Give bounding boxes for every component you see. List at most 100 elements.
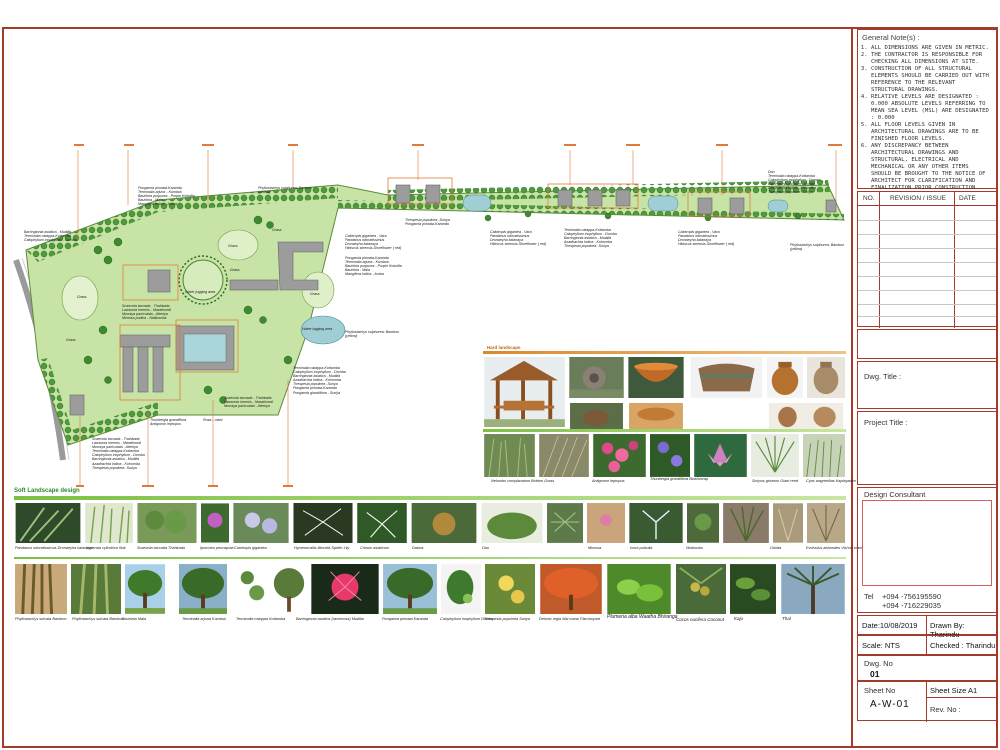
ground-caption: Antigonon leptopus xyxy=(592,479,625,483)
drawing-title-panel: Dwg. Title : xyxy=(857,361,997,409)
tree-photo xyxy=(124,563,166,615)
lawn-label: Grass xyxy=(310,292,320,296)
sheet-size-value: Sheet Size A1 xyxy=(930,686,978,695)
reed-photo xyxy=(538,433,590,478)
plant-note: Rosa - mind xyxy=(203,418,223,422)
soft-caption-2: Bauhinia Mala xyxy=(122,617,147,621)
tree-photo xyxy=(270,563,308,615)
lawn-label: Grass xyxy=(230,268,240,272)
sedge-photo xyxy=(802,433,846,478)
soft-caption-2: Cocos nucifera Coconut xyxy=(676,617,725,622)
plant-note: Calotropis gigantea - Vara Pandanus odor… xyxy=(345,234,402,251)
ground-caption: Scirpus griseum Giant reed xyxy=(752,479,799,483)
lotus-photo xyxy=(693,433,748,478)
soft-caption: Ipomoea pescaprae xyxy=(200,546,234,550)
consultant-logo-box xyxy=(862,500,992,586)
planting-zone-outlines xyxy=(119,177,751,401)
water-jogging-label: Water jogging area xyxy=(185,290,216,294)
note-item: ANY DISCREPANCY BETWEEN ARCHITECTURAL DR… xyxy=(871,143,992,192)
plant-photo xyxy=(806,502,846,544)
soft-caption: Dan xyxy=(482,546,489,550)
drawing-number-label: Dwg. No xyxy=(864,659,893,668)
flower-purple-photo xyxy=(649,433,691,478)
plant-photo xyxy=(200,502,230,544)
plant-note: Calotropis gigantea - Vara Pandanus odor… xyxy=(678,230,735,247)
soft-caption-2: Kaju xyxy=(734,616,744,621)
soft-caption-2: Thal xyxy=(782,616,791,621)
gazebo-photo xyxy=(483,356,566,428)
soft-caption-2: Phyllostachys sulcata Bamboo xyxy=(72,617,124,621)
note-item: CONSTRUCTION OF ALL STRUCTURAL ELEMENTS … xyxy=(871,66,992,94)
soft-caption: Calotropis gigantea xyxy=(234,546,267,550)
tel-number-1: +094 -756195590 xyxy=(882,592,942,601)
ground-caption: Nelumbo complanatum Bottom Grass xyxy=(491,479,555,483)
grass-photo xyxy=(483,433,536,478)
scale-value: Scale: NTS xyxy=(862,641,900,650)
note-item: RELATIVE LEVELS ARE DESIGNATED : 0.000 A… xyxy=(871,94,992,122)
tree-clusters xyxy=(83,210,802,404)
plant-note: Thunbergia grandiflora Antigonon leptopu… xyxy=(150,418,187,427)
plant-photo xyxy=(232,502,290,544)
soft-caption: Orkida xyxy=(770,546,782,550)
plant-note: Thespesia populnea -Suriya Pongamia pinn… xyxy=(405,218,450,227)
tree-photo xyxy=(382,563,438,615)
soft-caption: Pandanus odoratissimus Dronaeyha kalanay… xyxy=(15,546,93,550)
drawing-number-value: 01 xyxy=(870,669,880,679)
soft-landscape-bar xyxy=(14,496,846,500)
date-value: Date:10/08/2019 xyxy=(862,621,918,630)
revision-col-issue: REVISION / ISSUE xyxy=(890,195,946,202)
plant-photo xyxy=(292,502,354,544)
plant-photo xyxy=(628,502,684,544)
pond xyxy=(462,194,492,212)
pot-photo xyxy=(568,402,625,430)
vase-photo xyxy=(806,356,846,399)
tree-photo xyxy=(178,563,228,615)
ground-caption: Cyas wagnerillas Kaplayatam xyxy=(806,479,856,483)
lawn-label: Grass xyxy=(228,244,238,248)
plant-photo xyxy=(480,502,544,544)
plant-photo xyxy=(356,502,408,544)
soft-caption-2: Terminalia arjuna Kumbuk xyxy=(182,617,226,621)
lawn-area xyxy=(61,275,99,321)
plant-photo xyxy=(14,502,82,544)
project-title-panel: Project Title : xyxy=(857,411,997,485)
plant-note: Terminalia catappa-Kottamba Calophyllum … xyxy=(564,228,617,249)
flower-photo xyxy=(484,563,536,615)
soft-caption: Scaevola taccada Thahkada xyxy=(137,546,185,550)
sheet-number-value: A-W-01 xyxy=(870,699,910,710)
sheet-number-label: Sheet No xyxy=(864,686,896,695)
note-item: ALL FLOOR LEVELS GIVEN IN ARCHITECTURAL … xyxy=(871,122,992,143)
soft-caption: Mimosa xyxy=(588,546,602,550)
soft-caption: Imperata cylindrica Illuk xyxy=(86,546,126,550)
site-plan xyxy=(13,144,845,487)
plant-note: Pongamia pinnata-Karanda Terminalia arju… xyxy=(345,256,402,277)
soft-caption: Datura xyxy=(412,546,424,550)
soft-caption-2: Plumeria alba Waatha Bhiranga xyxy=(607,614,678,620)
planter-photo xyxy=(627,402,685,430)
general-notes-list: ALL DIMENSIONS ARE GIVEN IN METRIC. THE … xyxy=(862,45,992,192)
bowl-planter-photo xyxy=(627,356,685,399)
drawn-by-value: Drawn By: Tharindu xyxy=(930,621,965,639)
drawing-title-label: Dwg. Title : xyxy=(864,372,902,381)
flower-pink-photo xyxy=(592,433,647,478)
buildings xyxy=(69,184,837,416)
revision-number-label: Rev. No : xyxy=(930,705,961,714)
ground-caption: Thunbergia grandiflora Blushorcap xyxy=(650,477,709,481)
palm-photo xyxy=(675,563,727,615)
jogging-circle xyxy=(182,259,224,301)
plant-note: Terminalia catappa-Kottamba Calophyllum … xyxy=(293,366,346,395)
plant-photo xyxy=(686,502,720,544)
tel-number-2: +094 -716229035 xyxy=(882,601,942,610)
palm-photo xyxy=(780,563,846,615)
checked-by-value: Checked : Tharindu xyxy=(930,641,996,650)
plant-note: Barringtonia asiatica - Mudilla Terminal… xyxy=(24,230,77,243)
blank-panel xyxy=(857,329,997,359)
soft-caption: Evolvulus alsinoides Vishnu kranti xyxy=(806,546,864,550)
flower-photo xyxy=(310,563,380,615)
design-consultant-label: Design Consultant xyxy=(864,490,926,499)
ground-cover-bar xyxy=(483,429,846,432)
soft-caption: Crinum asiaticum xyxy=(360,546,390,550)
urn-photo xyxy=(766,356,804,399)
plant-photo xyxy=(586,502,626,544)
revision-table: NO. REVISION / ISSUE DATE xyxy=(857,191,997,328)
